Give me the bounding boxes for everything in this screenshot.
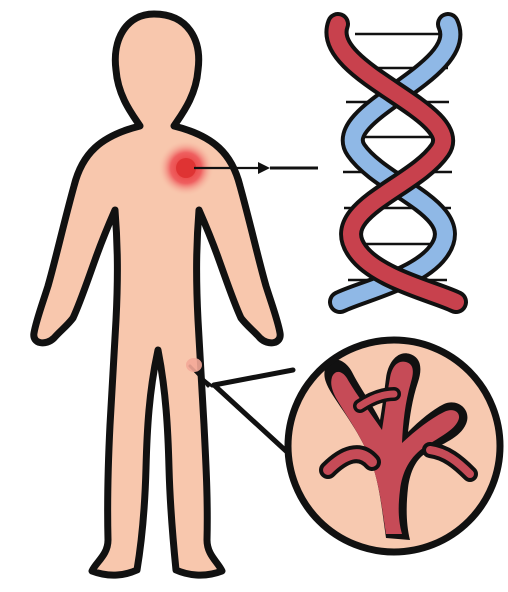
dna-double-helix xyxy=(336,24,456,302)
chest-pointer-arrowhead xyxy=(258,162,270,174)
body-silhouette xyxy=(34,14,280,575)
human-body xyxy=(34,14,280,575)
leg-vessel-spot xyxy=(186,358,202,372)
hotspot-core xyxy=(176,158,196,178)
leader-line-lower xyxy=(214,385,286,451)
leader-line-upper xyxy=(214,370,293,385)
blood-vessel-magnifier xyxy=(288,340,500,552)
